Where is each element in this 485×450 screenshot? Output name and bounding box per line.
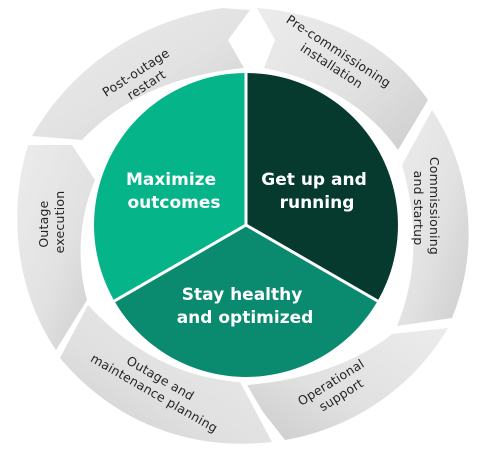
- ring-label-line: and startup: [411, 171, 426, 246]
- segment-outage-planning: [60, 305, 272, 444]
- segment-commissioning: [397, 110, 469, 326]
- core-label-line: Maximize: [126, 170, 216, 190]
- core-label-healthy: Stay healthy and optimized: [177, 285, 314, 328]
- core-label-line: Stay healthy: [182, 285, 303, 305]
- core-sector-healthy: [114, 225, 378, 377]
- ring-label-line: execution: [52, 191, 67, 254]
- segment-post-outage: [32, 8, 250, 140]
- svg-text:Outage execution: Outage execution: [36, 191, 67, 254]
- segment-outage-execution: [17, 145, 95, 350]
- core-sector-get-up: [246, 73, 398, 301]
- core-label-line: outcomes: [127, 193, 220, 213]
- core-label-maximize: Maximize outcomes: [126, 170, 222, 213]
- core-label-line: Get up and: [261, 170, 366, 190]
- core-label-get-up: Get up and running: [261, 170, 372, 213]
- ring-label-line: Outage: [36, 200, 51, 247]
- core-sector-maximize: [94, 73, 246, 301]
- outer-ring: [17, 8, 469, 444]
- core-label-line: and optimized: [177, 308, 314, 328]
- core-circle: [94, 73, 398, 377]
- svg-text:Commissioning and startup: Commissioning and startup: [411, 157, 442, 259]
- core-label-line: running: [280, 193, 355, 213]
- ring-label-line: Commissioning: [427, 157, 442, 255]
- segment-pre-commissioning: [257, 8, 428, 150]
- divider-line: [245, 223, 379, 303]
- segment-operational: [247, 328, 448, 440]
- divider-line: [113, 223, 247, 303]
